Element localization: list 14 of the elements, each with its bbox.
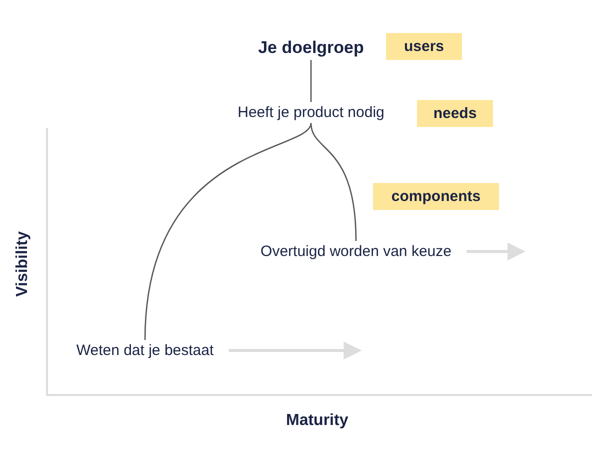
category-tag: users xyxy=(386,33,462,60)
category-tag: needs xyxy=(417,100,493,127)
component-label: Je doelgroep xyxy=(258,36,364,60)
component-label: Overtuigd worden van keuze xyxy=(260,241,452,262)
evolution-arrow xyxy=(466,242,526,260)
component-label: Weten dat je bestaat xyxy=(76,340,214,361)
dependency-line xyxy=(310,122,357,242)
dependency-line xyxy=(310,60,312,102)
component-label: Heeft je product nodig xyxy=(238,102,384,123)
dependency-line xyxy=(144,122,312,340)
evolution-arrow xyxy=(228,342,362,360)
axis-title: Maturity xyxy=(286,412,348,430)
axis-title: Visibility xyxy=(14,231,32,297)
category-tag: components xyxy=(373,183,499,210)
